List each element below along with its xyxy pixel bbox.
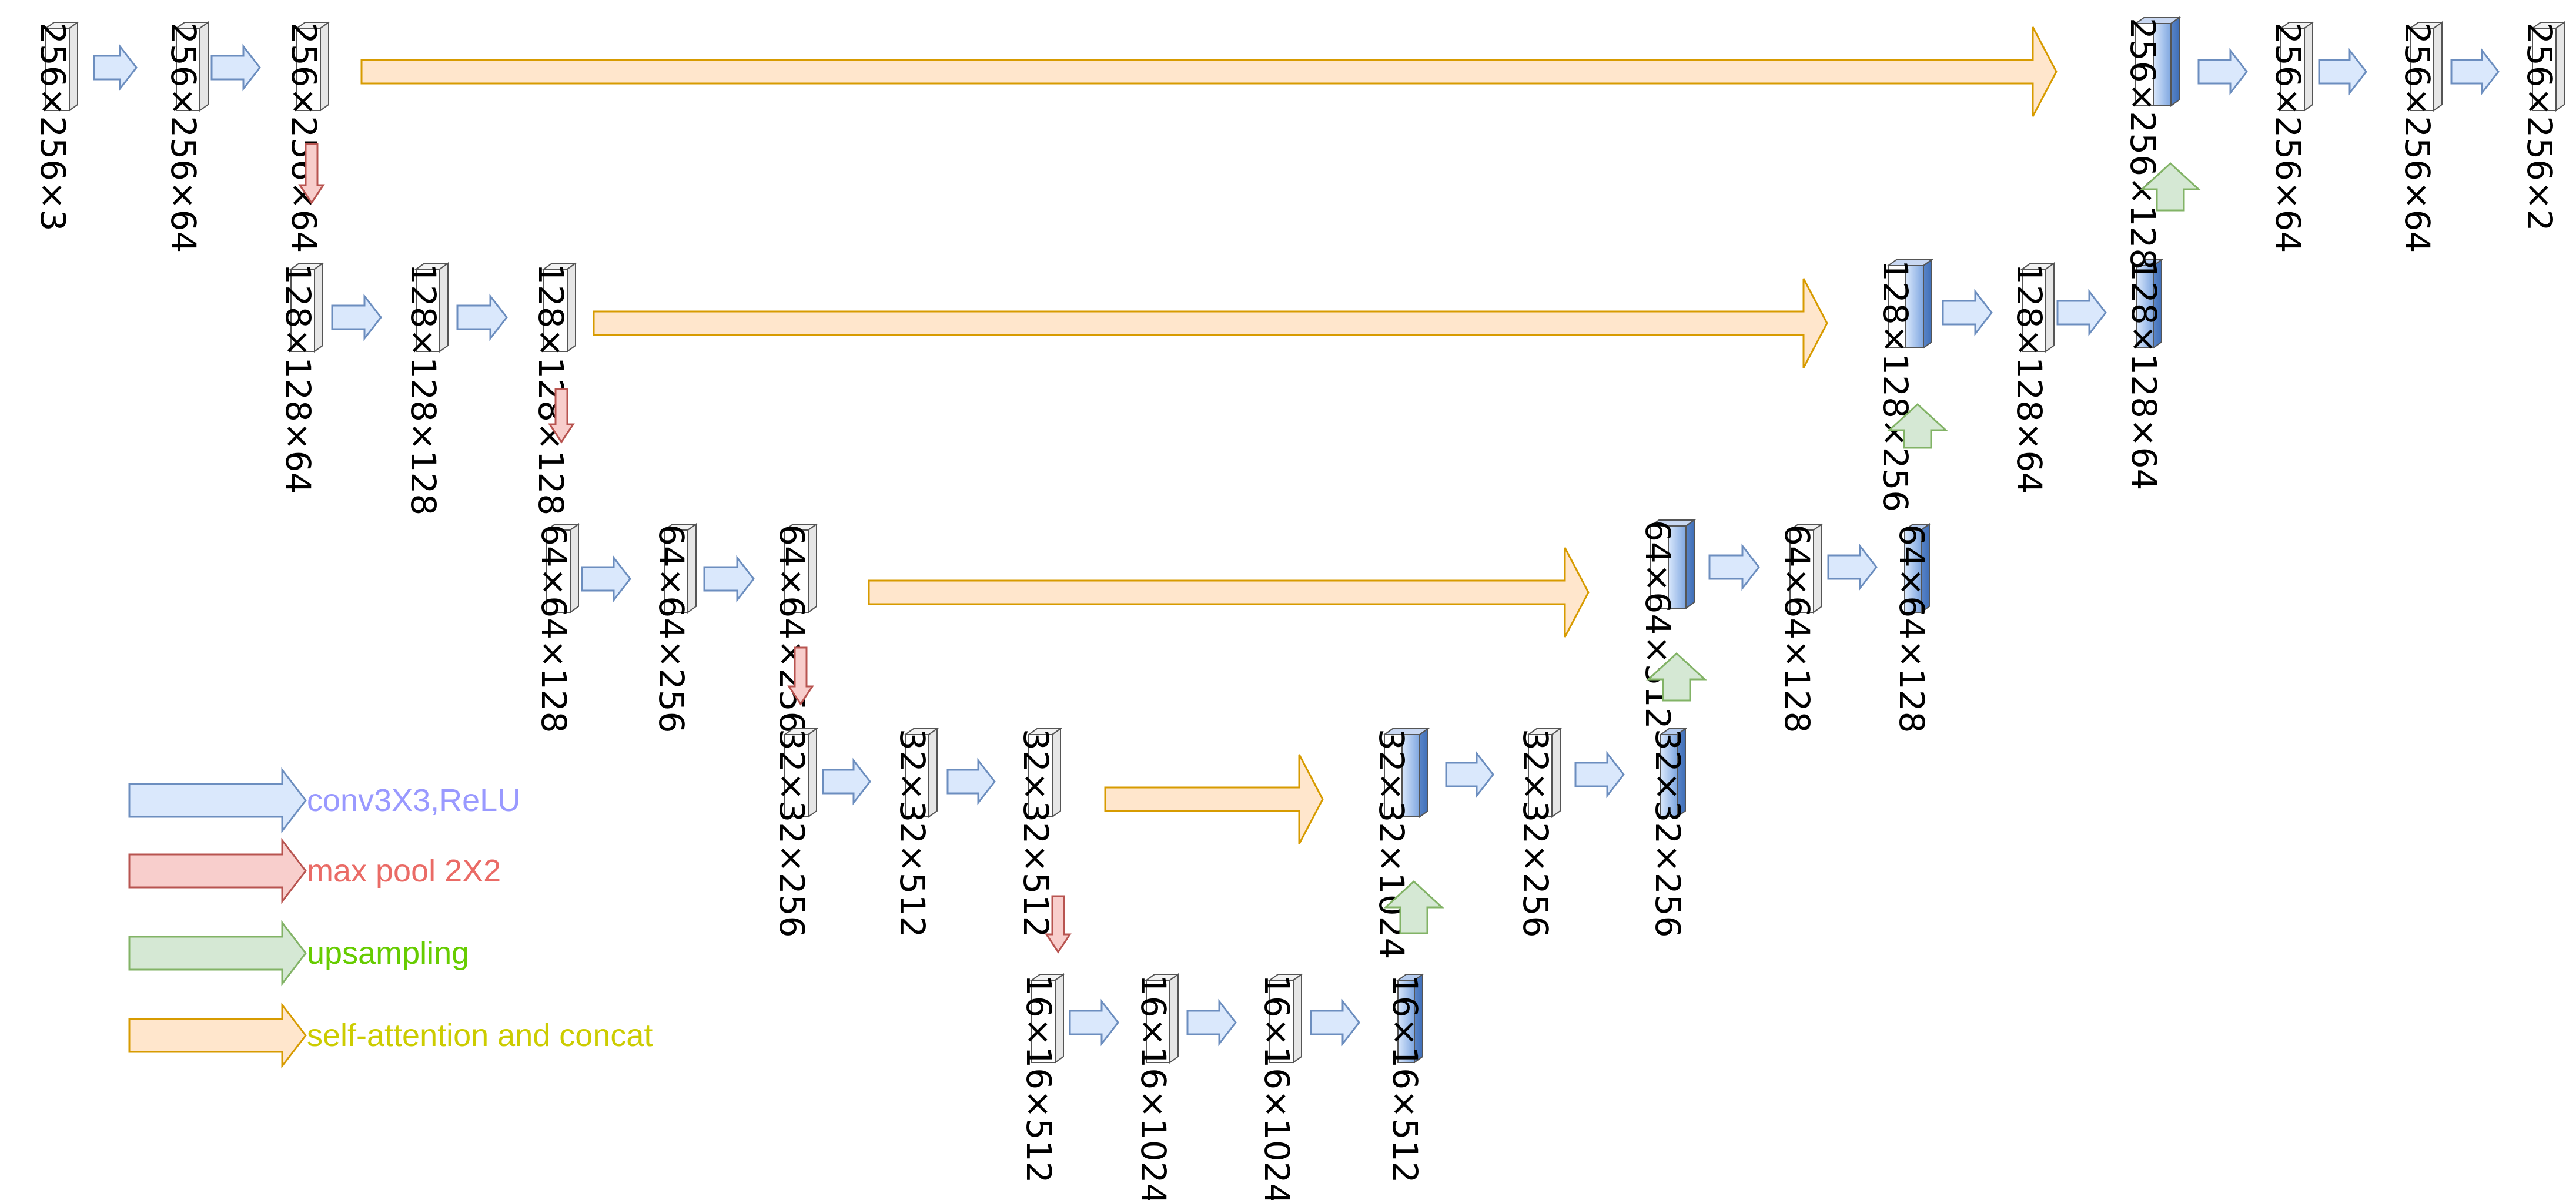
block-dimension-label: 128×128×256	[1875, 260, 1915, 512]
conv-arrow	[1186, 998, 1237, 1047]
block-dimension-label: 128×128×128	[403, 263, 443, 515]
block-dimension-label: 128×128×64	[2124, 260, 2164, 490]
tensor-block-e2a: 128×128×64	[278, 262, 325, 494]
conv-arrow	[1445, 750, 1494, 799]
tensor-block-d4c: 32×32×256	[1648, 728, 1688, 938]
block-dimension-label: 16×16×512	[1385, 974, 1425, 1184]
block-dimension-label: 256×256×128	[2123, 18, 2163, 270]
legend-up-label: upsampling	[307, 936, 469, 971]
legend-attn-arrow	[128, 1002, 307, 1069]
conv-arrow	[2318, 48, 2367, 96]
upsampling-arrow	[2140, 162, 2201, 212]
attention-concat-arrow	[593, 278, 1828, 368]
block-dimension-label: 64×64×128	[534, 524, 574, 733]
tensor-block-e2b: 128×128×128	[403, 262, 450, 515]
tensor-block-b1: 16×16×512	[1019, 973, 1066, 1184]
conv-arrow	[1069, 998, 1119, 1047]
conv-arrow	[822, 757, 871, 806]
conv-arrow	[331, 293, 382, 341]
tensor-block-d1d: 256×256×2	[2520, 21, 2567, 232]
block-dimension-label: 32×32×512	[892, 729, 932, 938]
conv-arrow	[2197, 48, 2248, 96]
block-dimension-label: 16×16×1024	[1133, 974, 1173, 1200]
conv-arrow	[1708, 543, 1760, 591]
block-dimension-label: 32×32×256	[772, 729, 812, 938]
maxpool-arrow	[548, 388, 575, 444]
block-dimension-label: 256×256×64	[2397, 22, 2437, 253]
tensor-block-e4a: 32×32×256	[772, 728, 819, 938]
tensor-block-d2b: 128×128×64	[2009, 262, 2056, 494]
block-dimension-label: 256×256×64	[284, 22, 324, 253]
block-dimension-label: 64×64×128	[1777, 524, 1817, 733]
conv-arrow	[1574, 750, 1625, 799]
conv-arrow	[210, 43, 261, 92]
tensor-block-d3c: 64×64×128	[1892, 523, 1932, 733]
maxpool-arrow	[787, 646, 814, 706]
legend-up-arrow	[128, 920, 307, 987]
block-dimension-label: 256×256×2	[2520, 22, 2560, 232]
tensor-block-e1c: 256×256×64	[284, 21, 331, 253]
attention-concat-arrow	[1104, 754, 1324, 844]
conv-arrow	[93, 43, 138, 92]
tensor-block-d1a: 256×256×128	[2123, 16, 2182, 270]
tensor-block-e3c: 64×64×256	[772, 523, 819, 733]
tensor-block-b3: 16×16×1024	[1257, 973, 1304, 1200]
block-dimension-label: 64×64×128	[1892, 524, 1932, 733]
tensor-block-e2c: 128×128×128	[531, 262, 578, 515]
tensor-block-d3b: 64×64×128	[1777, 523, 1824, 733]
tensor-block-e3a: 64×64×128	[534, 523, 581, 733]
conv-arrow	[1310, 998, 1360, 1047]
conv-arrow	[581, 555, 631, 603]
attention-concat-arrow	[360, 26, 2058, 117]
conv-arrow	[1942, 289, 1993, 337]
tensor-block-e1a: 256×256×3	[33, 21, 80, 232]
upsampling-arrow	[1383, 880, 1444, 934]
tensor-block-e4c: 32×32×512	[1016, 728, 1063, 938]
conv-arrow	[2056, 289, 2107, 337]
attention-concat-arrow	[868, 547, 1590, 638]
conv-arrow	[456, 293, 508, 341]
legend-conv-label: conv3X3,ReLU	[307, 783, 520, 818]
block-dimension-label: 16×16×512	[1019, 974, 1059, 1184]
tensor-block-e4b: 32×32×512	[892, 728, 939, 938]
tensor-block-d2a: 128×128×256	[1875, 259, 1934, 512]
tensor-block-e3b: 64×64×256	[651, 523, 698, 733]
block-dimension-label: 256×256×3	[33, 22, 73, 232]
conv-arrow	[2450, 48, 2500, 96]
block-dimension-label: 256×256×64	[2268, 22, 2308, 253]
legend-pool-label: max pool 2X2	[307, 853, 501, 889]
conv-arrow	[946, 757, 996, 806]
legend-attn-label: self-attention and concat	[307, 1018, 653, 1053]
block-dimension-label: 64×64×256	[651, 524, 691, 733]
tensor-block-d1b: 256×256×64	[2268, 21, 2315, 253]
legend-pool-arrow	[128, 837, 307, 904]
block-dimension-label: 64×64×256	[772, 524, 812, 733]
maxpool-arrow	[1045, 895, 1072, 954]
block-dimension-label: 16×16×1024	[1257, 974, 1297, 1200]
tensor-block-d1c: 256×256×64	[2397, 21, 2444, 253]
block-dimension-label: 256×256×64	[163, 22, 203, 253]
tensor-block-e1b: 256×256×64	[163, 21, 210, 253]
block-dimension-label: 32×32×512	[1016, 729, 1056, 938]
tensor-block-d3a: 64×64×512	[1638, 519, 1697, 729]
block-dimension-label: 128×128×64	[2009, 263, 2049, 494]
upsampling-arrow	[1646, 652, 1707, 702]
tensor-block-b2: 16×16×1024	[1133, 973, 1180, 1200]
legend-conv-arrow	[128, 767, 307, 834]
maxpool-arrow	[298, 143, 325, 205]
block-dimension-label: 32×32×256	[1648, 729, 1688, 938]
block-dimension-label: 32×32×256	[1516, 729, 1555, 938]
tensor-block-d4b: 32×32×256	[1516, 728, 1563, 938]
upsampling-arrow	[1887, 403, 1948, 449]
conv-arrow	[703, 555, 755, 603]
tensor-block-b4: 16×16×512	[1385, 973, 1425, 1184]
conv-arrow	[1827, 543, 1878, 591]
block-dimension-label: 128×128×64	[278, 263, 318, 494]
tensor-block-d2c: 128×128×64	[2124, 259, 2164, 490]
